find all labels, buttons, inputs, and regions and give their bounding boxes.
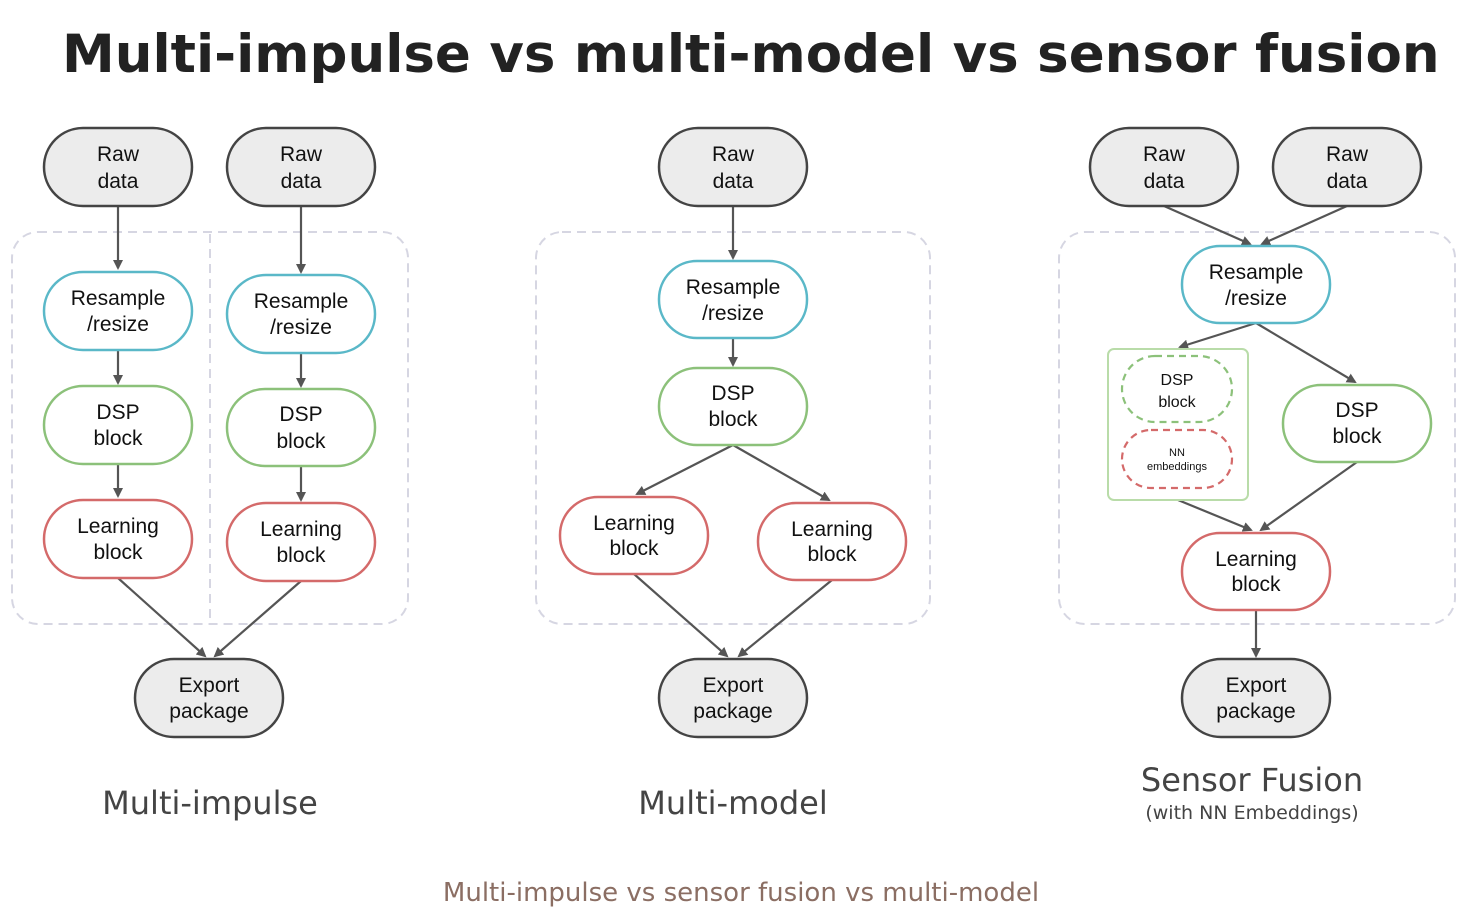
- dsp-node: DSP block: [657, 366, 809, 447]
- svg-text:NN: NN: [1169, 447, 1185, 459]
- panel-sensor-fusion: Raw data Raw data Resample /resize DSP b…: [1058, 126, 1456, 824]
- learning-node: Learning block: [1180, 531, 1332, 612]
- svg-text:block: block: [708, 408, 758, 431]
- svg-text:block: block: [93, 427, 143, 450]
- svg-text:Raw: Raw: [712, 143, 755, 166]
- learning-node: Learning block: [42, 498, 194, 580]
- dsp-node: DSP block: [1281, 383, 1433, 464]
- svg-text:/resize: /resize: [1225, 287, 1287, 310]
- svg-text:DSP: DSP: [711, 382, 754, 405]
- resample-node: Resample /resize: [1180, 244, 1332, 325]
- svg-text:package: package: [1216, 700, 1295, 723]
- svg-text:Learning: Learning: [260, 518, 342, 541]
- svg-text:Export: Export: [179, 674, 240, 697]
- svg-text:Export: Export: [1226, 674, 1287, 697]
- dsp-node: DSP block: [225, 387, 377, 468]
- svg-text:/resize: /resize: [87, 313, 149, 336]
- svg-text:Resample: Resample: [254, 290, 349, 313]
- svg-text:block: block: [1158, 394, 1196, 411]
- nn-embeddings-node: NN embeddings: [1120, 428, 1234, 490]
- resample-node: Resample /resize: [225, 273, 377, 355]
- svg-text:block: block: [1231, 573, 1281, 596]
- svg-text:block: block: [807, 543, 857, 566]
- edge: [635, 444, 734, 495]
- resample-node: Resample /resize: [42, 270, 194, 352]
- edge: [117, 577, 207, 658]
- svg-text:embeddings: embeddings: [1147, 461, 1207, 473]
- svg-text:/resize: /resize: [702, 302, 764, 325]
- export-node: Export package: [657, 657, 809, 739]
- edge: [1255, 322, 1357, 384]
- dsp-node: DSP block: [42, 384, 194, 466]
- edge: [737, 579, 833, 658]
- svg-text:DSP: DSP: [96, 401, 139, 424]
- raw-data-node: Raw data: [42, 126, 194, 208]
- learning-node: Learning block: [558, 495, 710, 576]
- edge: [1178, 321, 1257, 350]
- export-node: Export package: [1180, 657, 1332, 739]
- svg-text:Raw: Raw: [97, 143, 140, 166]
- svg-text:Raw: Raw: [1143, 143, 1186, 166]
- raw-data-node: Raw data: [1271, 126, 1423, 208]
- svg-text:DSP: DSP: [1161, 372, 1194, 389]
- panel-sublabel: (with NN Embeddings): [1145, 802, 1358, 824]
- panel-multi-model: Raw data Resample /resize DSP block Lear…: [535, 126, 931, 822]
- edge: [633, 573, 729, 658]
- svg-text:Resample: Resample: [71, 287, 166, 310]
- learning-node: Learning block: [225, 501, 377, 583]
- svg-text:Learning: Learning: [791, 518, 873, 541]
- panel-label: Multi-model: [638, 784, 827, 822]
- svg-text:Learning: Learning: [593, 512, 675, 535]
- svg-text:Raw: Raw: [1326, 143, 1369, 166]
- svg-text:data: data: [713, 170, 754, 193]
- panel-label: Multi-impulse: [102, 784, 318, 822]
- edge: [732, 444, 831, 501]
- svg-text:Resample: Resample: [1209, 261, 1304, 284]
- edge: [213, 580, 302, 658]
- svg-text:data: data: [1327, 170, 1368, 193]
- svg-text:Raw: Raw: [280, 143, 323, 166]
- edge: [1163, 204, 1252, 246]
- svg-text:data: data: [281, 170, 322, 193]
- raw-data-node: Raw data: [225, 126, 377, 208]
- raw-data-node: Raw data: [1088, 126, 1240, 208]
- svg-text:data: data: [98, 170, 139, 193]
- dsp-node-small: DSP block: [1120, 354, 1234, 424]
- svg-text:package: package: [693, 700, 772, 723]
- svg-text:data: data: [1144, 170, 1185, 193]
- svg-text:block: block: [93, 541, 143, 564]
- svg-text:block: block: [276, 544, 326, 567]
- panel-label: Sensor Fusion: [1141, 761, 1363, 799]
- svg-text:DSP: DSP: [1335, 399, 1378, 422]
- export-node: Export package: [133, 657, 285, 739]
- svg-text:block: block: [1332, 425, 1382, 448]
- svg-text:block: block: [609, 537, 659, 560]
- svg-text:DSP: DSP: [279, 403, 322, 426]
- resample-node: Resample /resize: [657, 259, 809, 340]
- edge: [1177, 498, 1253, 532]
- edge: [1259, 461, 1358, 532]
- embedding-container: DSP block NN embeddings: [1107, 348, 1249, 501]
- edge: [1260, 204, 1348, 246]
- svg-text:block: block: [276, 430, 326, 453]
- figure-caption: Multi-impulse vs sensor fusion vs multi-…: [443, 878, 1039, 908]
- svg-text:Export: Export: [703, 674, 764, 697]
- svg-text:Learning: Learning: [1215, 548, 1297, 571]
- svg-text:Learning: Learning: [77, 515, 159, 538]
- panel-multi-impulse: Raw data Raw data Resample /resize Resam…: [11, 126, 409, 822]
- raw-data-node: Raw data: [657, 126, 809, 208]
- impulse-group-border: [11, 231, 409, 625]
- learning-node: Learning block: [756, 501, 908, 582]
- svg-text:Resample: Resample: [686, 276, 781, 299]
- svg-text:/resize: /resize: [270, 316, 332, 339]
- page-title: Multi-impulse vs multi-model vs sensor f…: [62, 24, 1440, 85]
- svg-text:package: package: [169, 700, 248, 723]
